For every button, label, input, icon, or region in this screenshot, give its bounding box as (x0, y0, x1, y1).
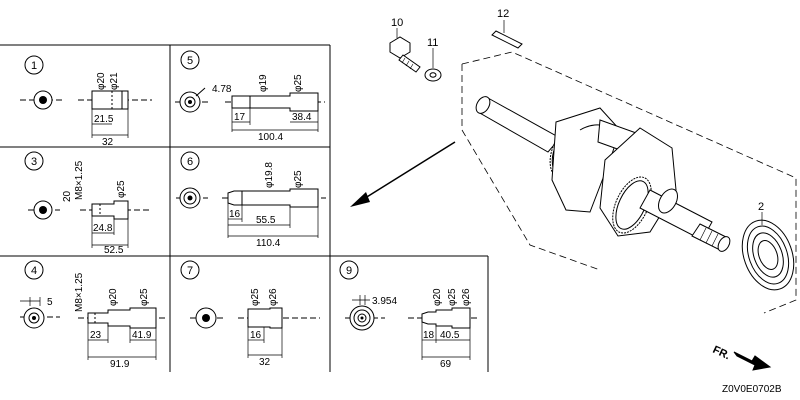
dim-length: 91.9 (110, 359, 130, 370)
dim-diameter: φ26 (461, 288, 472, 306)
dim-length: 69 (440, 359, 452, 370)
dim-length: 4.78 (212, 84, 232, 95)
variant-number-circle (339, 260, 359, 280)
front-direction-indicator: FR. (711, 344, 772, 371)
dim-diameter: φ19 (258, 74, 269, 92)
variant-number: 9 (346, 265, 352, 277)
dim-length: 38.4 (292, 112, 312, 123)
panel-variant-7: 7 φ25 φ26 16 32 (180, 260, 320, 368)
variant-number-circle (24, 260, 44, 280)
shaft-side-view (91, 90, 129, 110)
dim-diameter: φ25 (293, 74, 304, 92)
dim-thread: M8×1.25 (74, 272, 85, 312)
dim-height: 20 (62, 190, 73, 202)
dim-length: 18 (423, 330, 435, 341)
dim-thread: M8×1.25 (74, 160, 85, 200)
variant-number: 7 (187, 265, 193, 277)
dim-diameter: φ26 (268, 288, 279, 306)
front-label: FR. (711, 344, 732, 362)
dim-diameter: φ25 (139, 288, 150, 306)
dim-diameter: φ25 (116, 180, 127, 198)
variant-number: 5 (187, 55, 193, 67)
shaft-side-view (91, 200, 129, 220)
dim-diameter: φ20 (96, 72, 107, 90)
dim-diameter: φ19.8 (264, 162, 275, 188)
part-number-12: 12 (497, 8, 509, 20)
dim-length: 32 (259, 357, 271, 368)
panel-variant-5: 5 4.78 φ19 φ25 17 38.4 100.4 (175, 50, 325, 143)
variant-number: 3 (31, 156, 37, 168)
part-number-10: 10 (391, 17, 403, 29)
dim-length: 5 (47, 297, 53, 308)
variant-number-circle (24, 151, 44, 171)
dim-length: 17 (234, 112, 246, 123)
dim-length: 16 (250, 330, 262, 341)
dim-diameter: φ21 (109, 72, 120, 90)
part-number-2: 2 (758, 201, 764, 213)
reference-arrow (350, 141, 456, 207)
variant-number-circle (24, 55, 44, 75)
panel-variant-4: 4 5 M8×1.25 φ20 φ25 23 41.9 91.9 (20, 260, 165, 370)
panel-variant-3: 3 M8×1.25 20 φ25 24.8 52.5 (24, 151, 150, 256)
dim-length: 32 (102, 137, 114, 148)
dim-length: 40.5 (440, 330, 460, 341)
shaft-side-view (247, 307, 283, 329)
dim-length: 3.954 (372, 296, 397, 307)
panel-variant-9: 9 3.954 φ20 φ25 φ26 18 40.5 69 (339, 260, 480, 370)
dim-length: 24.8 (93, 223, 113, 234)
dim-diameter: φ20 (432, 288, 443, 306)
part-number-11: 11 (427, 37, 438, 49)
variant-number-circle (180, 50, 200, 70)
panel-variant-1: 1 φ20 φ21 21.5 32 (20, 55, 152, 148)
dim-length: 110.4 (256, 238, 281, 249)
variant-number-circle (180, 260, 200, 280)
dim-length: 55.5 (256, 215, 276, 226)
crankshaft-part (475, 96, 731, 252)
panel-grid (0, 44, 489, 372)
dim-diameter: φ25 (447, 288, 458, 306)
dim-diameter: φ20 (108, 288, 119, 306)
panel-variant-6: 6 φ19.8 φ25 16 55.5 110.4 (176, 151, 326, 249)
assembly-view: 10 11 12 (389, 8, 797, 395)
bearing-part (741, 219, 795, 291)
shaft-side-view (87, 307, 157, 329)
dim-length: 41.9 (132, 330, 152, 341)
dim-diameter: φ25 (250, 288, 261, 306)
dim-length: 21.5 (94, 114, 114, 125)
dim-length: 16 (229, 209, 241, 220)
variant-number: 4 (31, 265, 37, 277)
shaft-side-view (231, 92, 319, 112)
document-code: Z0V0E0702B (722, 384, 782, 395)
shaft-side-view (421, 307, 471, 329)
dim-length: 23 (90, 330, 102, 341)
key-part (491, 30, 523, 49)
dim-length: 100.4 (258, 132, 283, 143)
washer-part (424, 68, 442, 82)
dim-diameter: φ25 (293, 170, 304, 188)
variant-number: 1 (31, 60, 37, 72)
dim-length: 52.5 (104, 245, 124, 256)
bolt-part (389, 36, 421, 73)
variant-number-circle (180, 151, 200, 171)
variant-number: 6 (187, 156, 193, 168)
